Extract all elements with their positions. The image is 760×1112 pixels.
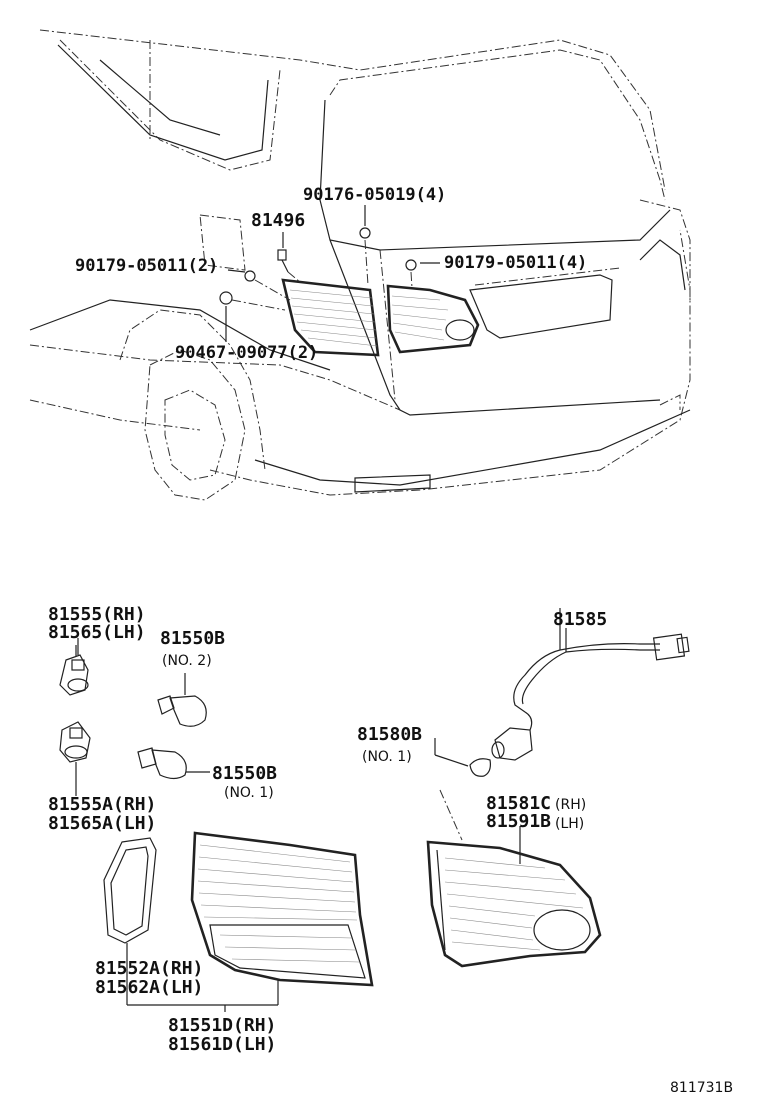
nut-90179-right-icon — [405, 259, 417, 271]
callout-bulb-no1-note: (NO. 1) — [362, 749, 412, 765]
callout-inner-lamp-lh-num: 81591B — [486, 811, 551, 832]
callout-bulb-no1-part: 81580B — [357, 724, 422, 745]
installed-tail-lamp-outer — [281, 278, 380, 357]
screw-81496-icon — [277, 249, 287, 261]
callout-bulb-1-part: 81550B — [212, 763, 277, 784]
callout-90176: 90176-05019(4) — [303, 185, 446, 205]
installed-tail-lamp-inner — [386, 284, 480, 354]
fastener-icons — [219, 227, 417, 311]
bulb-81580b-icon — [434, 754, 491, 777]
outer-lens-icon — [190, 831, 374, 1005]
nut-90179-left-icon — [244, 270, 256, 282]
callout-bulb-2-part: 81550B — [160, 628, 225, 649]
callout-lens-rh: 81551D(RH) — [168, 1015, 276, 1036]
callout-socket-rh-2: 81555A(RH) — [48, 794, 156, 815]
callout-inner-lamp-lh-side: (LH) — [555, 816, 584, 832]
callout-inner-lamp-rh-side: (RH) — [555, 797, 586, 813]
callout-lens-lh: 81561D(LH) — [168, 1034, 276, 1055]
socket-81555-icon — [59, 645, 89, 696]
callout-bulb-1-note: (NO. 1) — [224, 785, 274, 801]
inner-lamp-icon — [426, 789, 602, 968]
callout-wire-harness: 81585 — [553, 609, 607, 630]
callout-socket-rh-1: 81555(RH) — [48, 604, 146, 625]
callout-90467: 90467-09077(2) — [175, 343, 318, 363]
callout-socket-lh-1: 81565(LH) — [48, 622, 146, 643]
callout-bulb-2-note: (NO. 2) — [162, 653, 212, 669]
clip-90467-icon — [219, 291, 233, 305]
bulb-no1-icon — [137, 747, 210, 780]
bulb-no2-icon — [157, 673, 207, 727]
callout-inner-lamp-rh-num: 81581C — [486, 793, 551, 814]
nut-90176-icon — [359, 227, 371, 239]
vehicle-outline — [29, 29, 691, 501]
wire-harness-icon — [491, 628, 690, 761]
callout-90179-left: 90179-05011(2) — [75, 256, 218, 276]
socket-81555a-icon — [59, 721, 91, 763]
callout-81496: 81496 — [251, 210, 305, 231]
callout-gasket-lh: 81562A(LH) — [95, 977, 203, 998]
drawing-id: 811731B — [670, 1080, 733, 1096]
gasket-icon — [103, 837, 157, 1005]
callout-socket-lh-2: 81565A(LH) — [48, 813, 156, 834]
callout-90179-right: 90179-05011(4) — [444, 253, 587, 273]
callout-gasket-rh: 81552A(RH) — [95, 958, 203, 979]
